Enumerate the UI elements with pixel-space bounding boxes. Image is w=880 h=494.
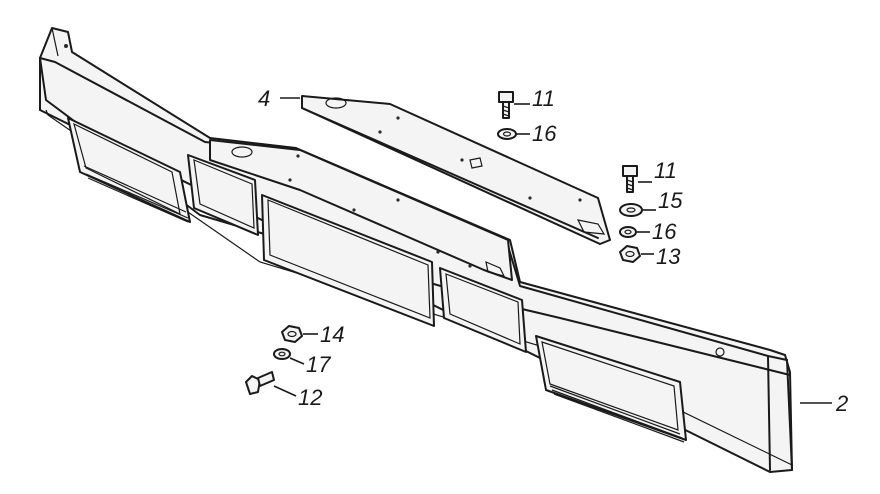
callout-16-right: 16 [652,219,677,244]
callout-14: 14 [320,322,344,347]
callout-2: 2 [835,391,848,416]
bolt-11-upper-icon [498,91,514,119]
callout-4: 4 [258,86,270,111]
nut-14-icon [281,325,303,343]
lock-washer-17-icon [273,348,291,360]
mounting-bracket-lower [209,139,513,281]
bumper-part-2 [39,27,793,473]
bolt-12-icon [245,371,275,395]
callout-15: 15 [658,188,683,213]
callout-17: 17 [306,352,331,377]
bolt-11-right-icon [622,165,638,193]
lock-washer-16-right-icon [619,226,637,238]
callout-12: 12 [298,385,322,410]
callout-16-upper: 16 [532,121,557,146]
bracket-part-4 [301,95,611,245]
callout-11-upper: 11 [532,86,555,111]
callout-11-right: 11 [654,158,677,183]
lock-washer-16-upper-icon [497,128,517,140]
callout-13: 13 [656,244,681,269]
leader-lines [273,97,832,404]
nut-13-icon [619,245,641,263]
flat-washer-15-icon [619,203,643,217]
